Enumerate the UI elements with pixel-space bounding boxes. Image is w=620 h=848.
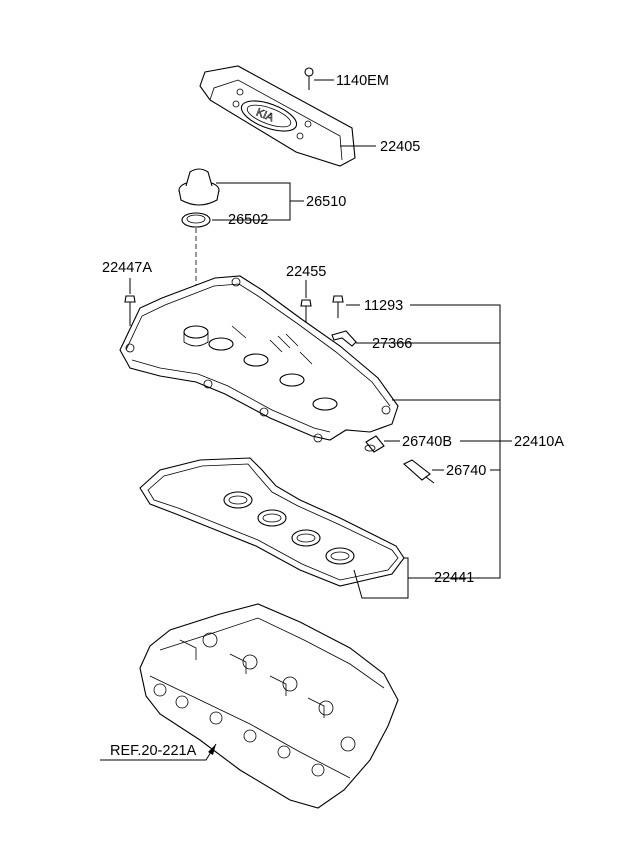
- leader-lines: [100, 79, 512, 761]
- label-22410A: 22410A: [514, 434, 564, 450]
- bolt-1140EM: [304, 67, 314, 90]
- label-22405: 22405: [380, 139, 420, 155]
- reference-label: REF.20-221A: [110, 743, 197, 759]
- label-26740: 26740: [446, 463, 486, 479]
- pcv-valve: [403, 459, 435, 484]
- filler-cap-gasket: [181, 212, 211, 228]
- bolt-11293: [332, 295, 344, 318]
- bolt-22447A: [124, 295, 136, 326]
- label-27366: 27366: [372, 336, 412, 352]
- bracket-27366: [331, 330, 357, 347]
- label-11293: 11293: [364, 298, 403, 314]
- pcv-grommet: [364, 435, 385, 453]
- label-26502: 26502: [228, 212, 268, 228]
- label-26740B: 26740B: [402, 434, 452, 450]
- label-22441: 22441: [434, 570, 474, 586]
- label-26510: 26510: [306, 194, 346, 210]
- cover-gasket: [139, 457, 405, 587]
- label-1140EM: 1140EM: [336, 73, 389, 89]
- label-22447A: 22447A: [102, 260, 152, 276]
- oil-filler-cap: [178, 168, 220, 206]
- label-22455: 22455: [286, 264, 326, 280]
- cylinder-head-cover: [119, 275, 399, 443]
- engine-cover: KIA: [199, 65, 356, 167]
- cylinder-head: [139, 603, 399, 809]
